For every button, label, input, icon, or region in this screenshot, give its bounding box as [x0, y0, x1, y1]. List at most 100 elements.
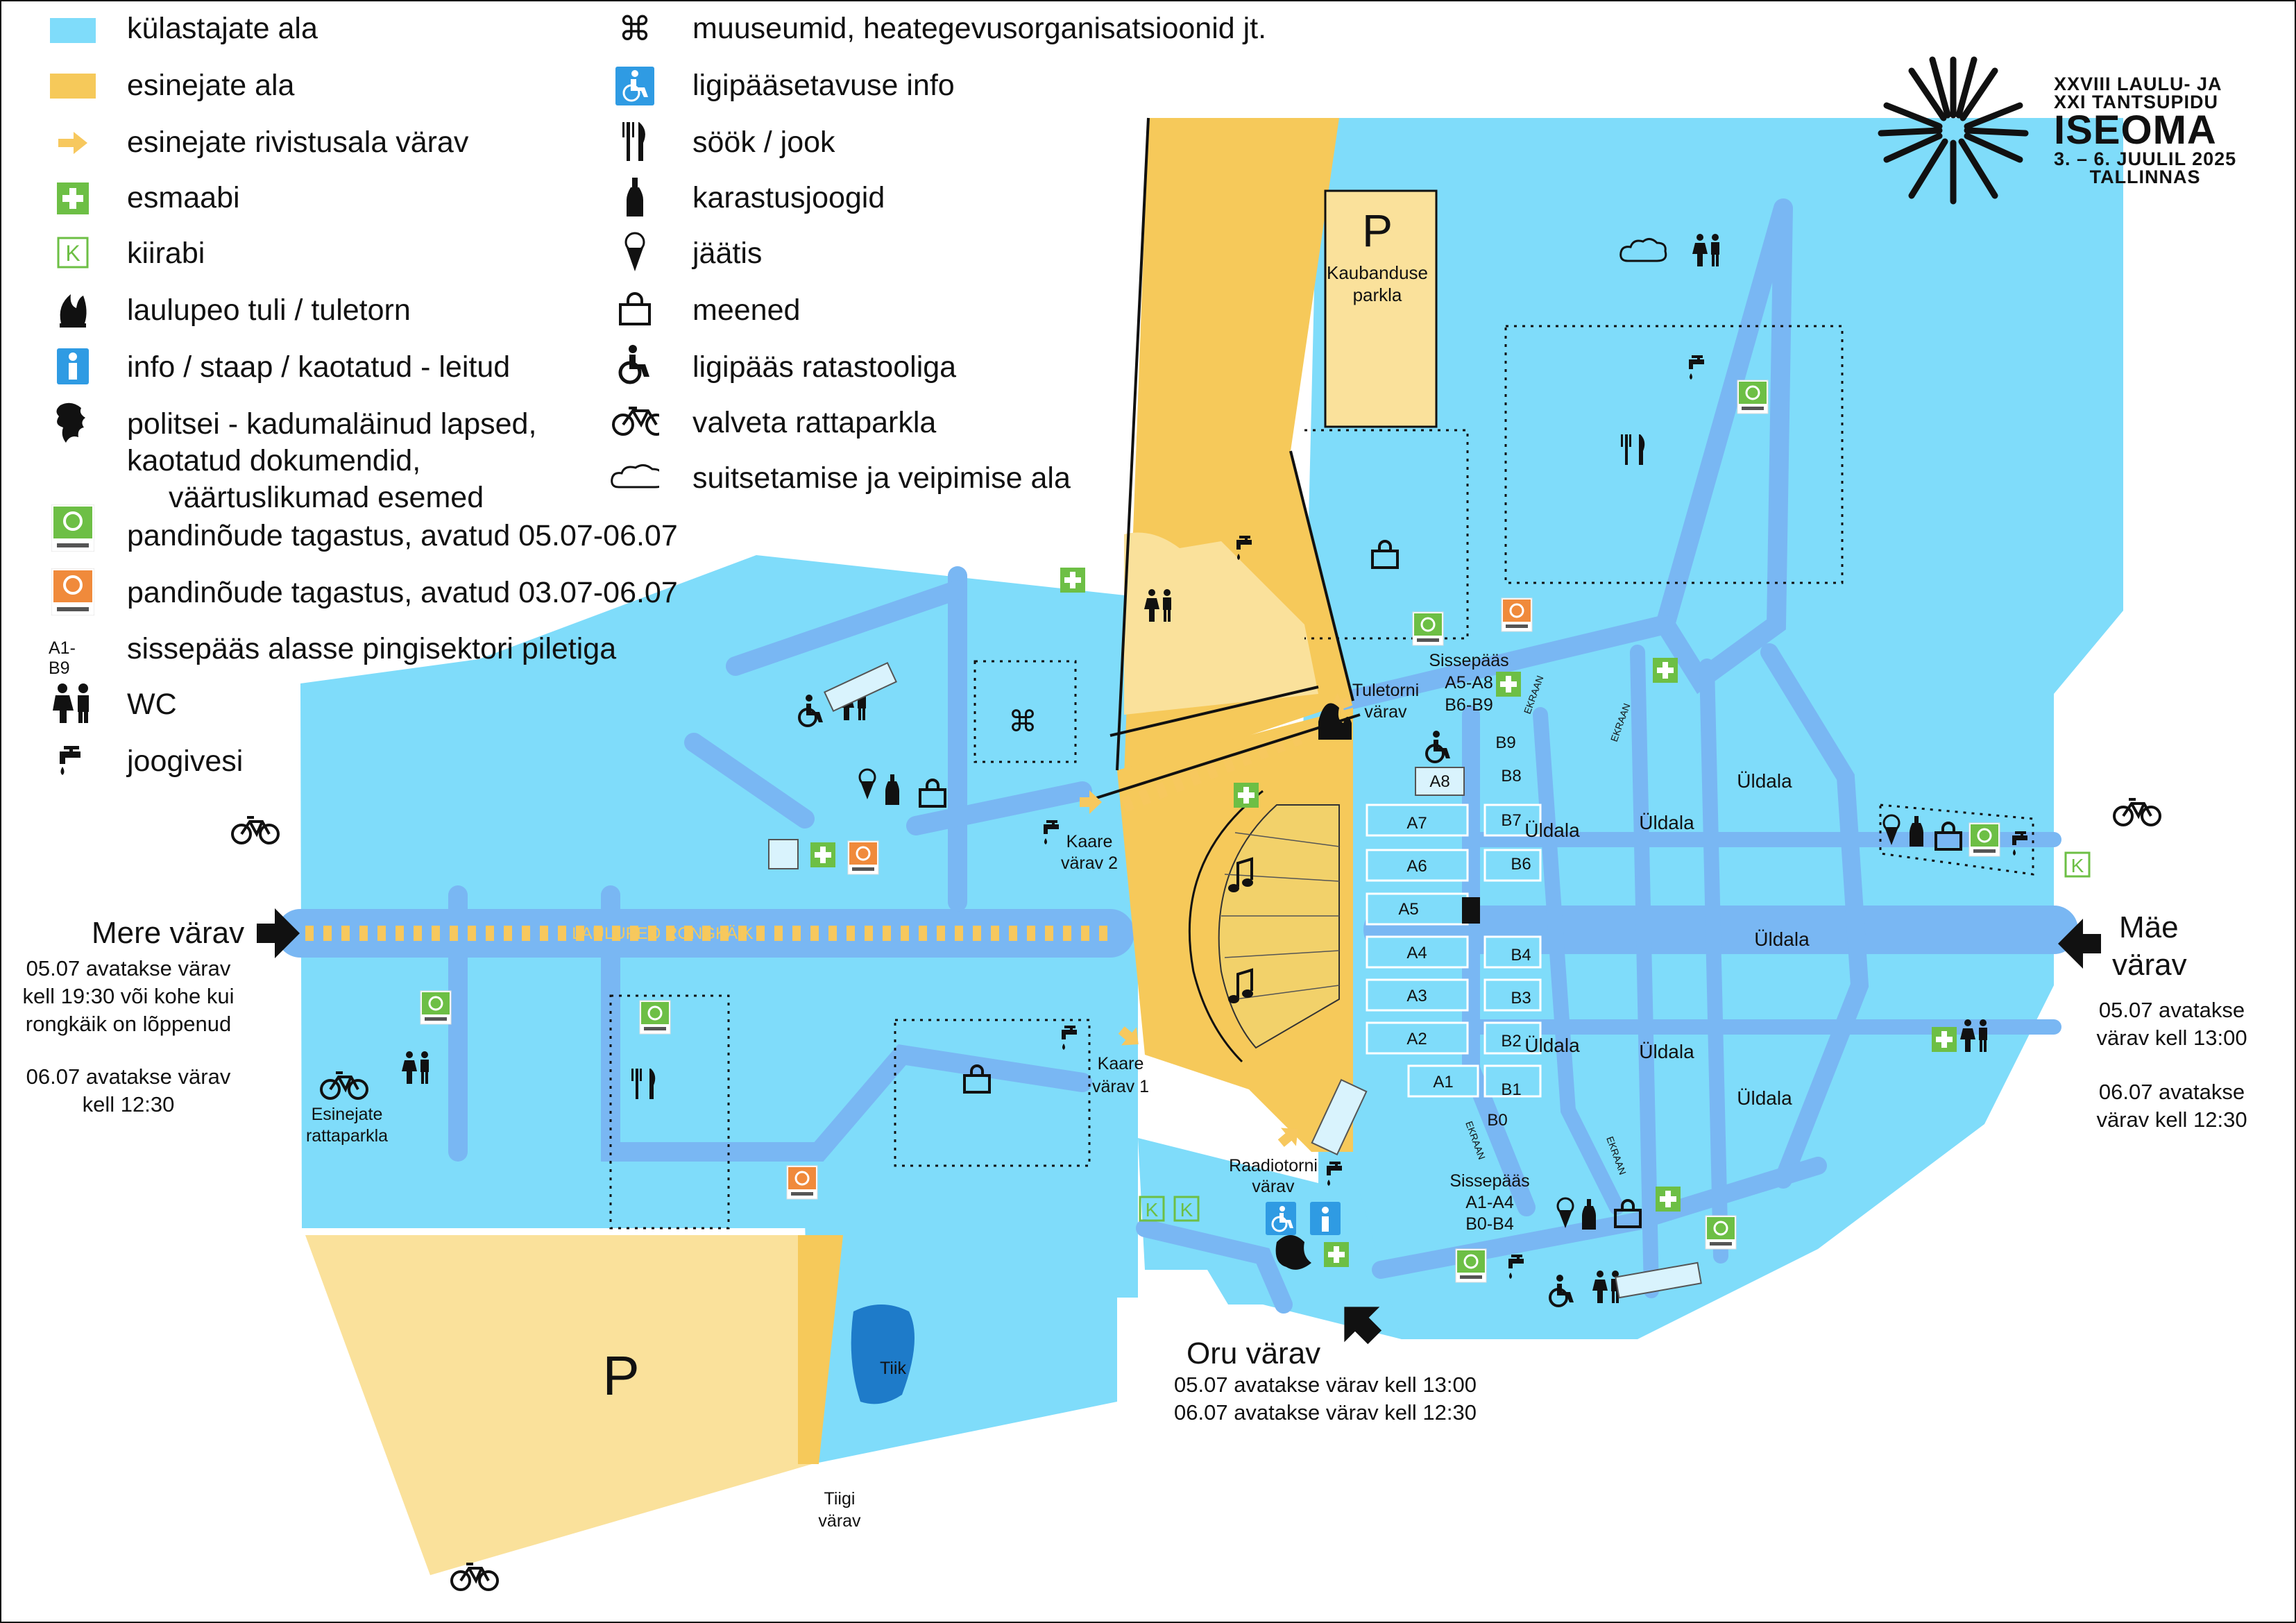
legend-label: külastajate ala — [127, 12, 318, 45]
rongkaik-label: LAULUPEO RONGKÄIK — [572, 924, 753, 943]
mere-hours-line: kell 19:30 või kohe kui — [22, 984, 235, 1008]
mae-hours-line: 05.07 avatakse — [2098, 998, 2245, 1022]
uldala-label: Üldala — [1639, 1041, 1694, 1062]
mae-gate-title: Mäe — [2119, 910, 2179, 944]
oru-gate-title: Oru värav — [1187, 1336, 1321, 1370]
kaare1-label: Kaare — [1098, 1054, 1144, 1073]
barrier-line — [1289, 450, 1354, 702]
legend-label: suitsetamise ja veipimise ala — [692, 461, 1071, 495]
accessibility-info-icon — [611, 64, 659, 108]
mae-hours-line: värav kell 12:30 — [2096, 1107, 2247, 1132]
visitor-area-swatch — [49, 8, 97, 53]
legend-label: esmaabi — [127, 181, 240, 214]
ambulance-k-icon: K — [49, 230, 97, 275]
visitor-area-west — [300, 555, 1138, 1402]
uldala-label: Üldala — [1737, 1087, 1792, 1109]
kaare2-varav: värav 2 — [1061, 853, 1118, 873]
tap-icon — [49, 738, 97, 783]
legend-label: pandinõude tagastus, avatud 05.07-06.07 — [127, 519, 678, 552]
uldala-label: Üldala — [1737, 770, 1792, 792]
stage-arc — [1188, 790, 1264, 1063]
ice-cream-icon — [611, 230, 659, 275]
tuletorni-crossing — [1121, 714, 1342, 813]
sector-a2: A2 — [1406, 1030, 1427, 1048]
sector-a5: A5 — [1398, 900, 1418, 919]
oru-hours-line: 05.07 avatakse värav kell 13:00 — [1174, 1373, 1477, 1397]
performer-bike-label2: rattaparkla — [306, 1126, 388, 1146]
uldala-label: Üldala — [1524, 1035, 1580, 1056]
wc-icon — [49, 681, 97, 726]
deposit-orange-icon — [49, 568, 97, 616]
legend-label: jäätis — [692, 237, 763, 270]
deposit-green-icon — [49, 504, 97, 552]
bottle-icon — [611, 175, 659, 219]
kaare2-label: Kaare — [1066, 832, 1113, 851]
mere-hours-line: 06.07 avatakse värav — [26, 1064, 231, 1089]
screen-block — [1462, 897, 1480, 924]
oru-gate-hours: 05.07 avatakse värav kell 13:00 06.07 av… — [1159, 1371, 1492, 1427]
entry-bottom-label: Sissepääs — [1449, 1171, 1529, 1191]
first-aid-icon — [49, 176, 97, 221]
sector-a4: A4 — [1406, 944, 1427, 962]
bicycle-icon — [611, 400, 659, 444]
sector-box-a8 — [1415, 767, 1465, 796]
mere-gate-title: Mere värav — [92, 916, 245, 950]
sector-a6: A6 — [1406, 857, 1427, 876]
logo-place: TALLINNAS — [2089, 167, 2201, 187]
sector-b3: B3 — [1511, 989, 1531, 1008]
sector-code: A1-B9 — [49, 638, 76, 678]
uldala-labels: Üldala Üldala Üldala Üldala Üldala Üldal… — [1524, 770, 1810, 1109]
legend-label: joogivesi — [127, 745, 244, 778]
legend-label: väärtuslikumad esemed — [169, 481, 484, 514]
stage-arc-inner — [1218, 804, 1340, 1049]
parking-label: P — [602, 1345, 639, 1407]
wheelchair-icon — [611, 343, 659, 387]
sector-b1: B1 — [1501, 1080, 1521, 1099]
oru-hours-line: 06.07 avatakse värav kell 12:30 — [1174, 1400, 1477, 1425]
mae-hours-line: värav kell 13:00 — [2096, 1026, 2247, 1050]
mere-hours-line: rongkäik on lõppenud — [25, 1012, 232, 1036]
mae-hours-line: 06.07 avatakse — [2098, 1080, 2245, 1104]
stage-grid — [1221, 832, 1340, 1000]
performer-path-southwest — [798, 1235, 843, 1464]
police-lion-icon — [1275, 1235, 1311, 1270]
sector-boxes — [1366, 804, 1542, 1098]
info-kiosk — [768, 839, 799, 869]
legend-label: esinejate rivistusala värav — [127, 126, 469, 159]
sector-b4: B4 — [1511, 946, 1531, 965]
roads — [276, 198, 2078, 1314]
barrier-line — [1109, 686, 1319, 737]
legend-label: ligipääs ratastooliga — [692, 350, 957, 384]
commercial-parking — [1324, 189, 1438, 428]
sector-b2: B2 — [1501, 1032, 1521, 1051]
festival-logo: XXVIII LAULU- JA XXI TANTSUPIDU ISEOMA 3… — [1870, 53, 2259, 212]
parkla-label: parkla — [1353, 284, 1402, 305]
sector-a8: A8 — [1429, 772, 1449, 791]
entry-top-label: Sissepääs — [1429, 651, 1508, 670]
legend-label: meened — [692, 294, 801, 327]
entry-bottom-b: B0-B4 — [1465, 1214, 1514, 1234]
uldala-label: Üldala — [1754, 928, 1810, 950]
pond-label: Tiik — [880, 1359, 906, 1378]
performer-area-swatch — [49, 64, 97, 108]
parking-label: P — [1362, 205, 1393, 256]
visitor-area-south — [805, 1221, 1117, 1464]
sector-b0: B0 — [1487, 1111, 1507, 1130]
sector-b8: B8 — [1501, 767, 1521, 785]
legend-label: esinejate ala — [127, 69, 295, 102]
legend-label: valveta rattaparkla — [692, 406, 937, 439]
sector-labels: A8 A7 A6 A5 A4 A3 A2 A1 B9 B8 B7 B6 B4 B… — [1398, 733, 1531, 1130]
tiigi-label: Tiigi — [824, 1489, 856, 1509]
raadiotorni-varav: värav — [1252, 1177, 1295, 1196]
svg-text:K: K — [65, 241, 80, 266]
fire-icon — [49, 287, 97, 332]
legend-label: pandinõude tagastus, avatud 03.07-06.07 — [127, 576, 678, 609]
barrier-line — [1096, 713, 1361, 799]
performer-bike-label: Esinejate — [312, 1105, 383, 1124]
ramp-block — [1615, 1261, 1702, 1299]
sector-a1: A1 — [1433, 1073, 1453, 1091]
map-icons: ⌘ — [231, 234, 2161, 1591]
command-icon: ⌘ — [618, 11, 652, 48]
